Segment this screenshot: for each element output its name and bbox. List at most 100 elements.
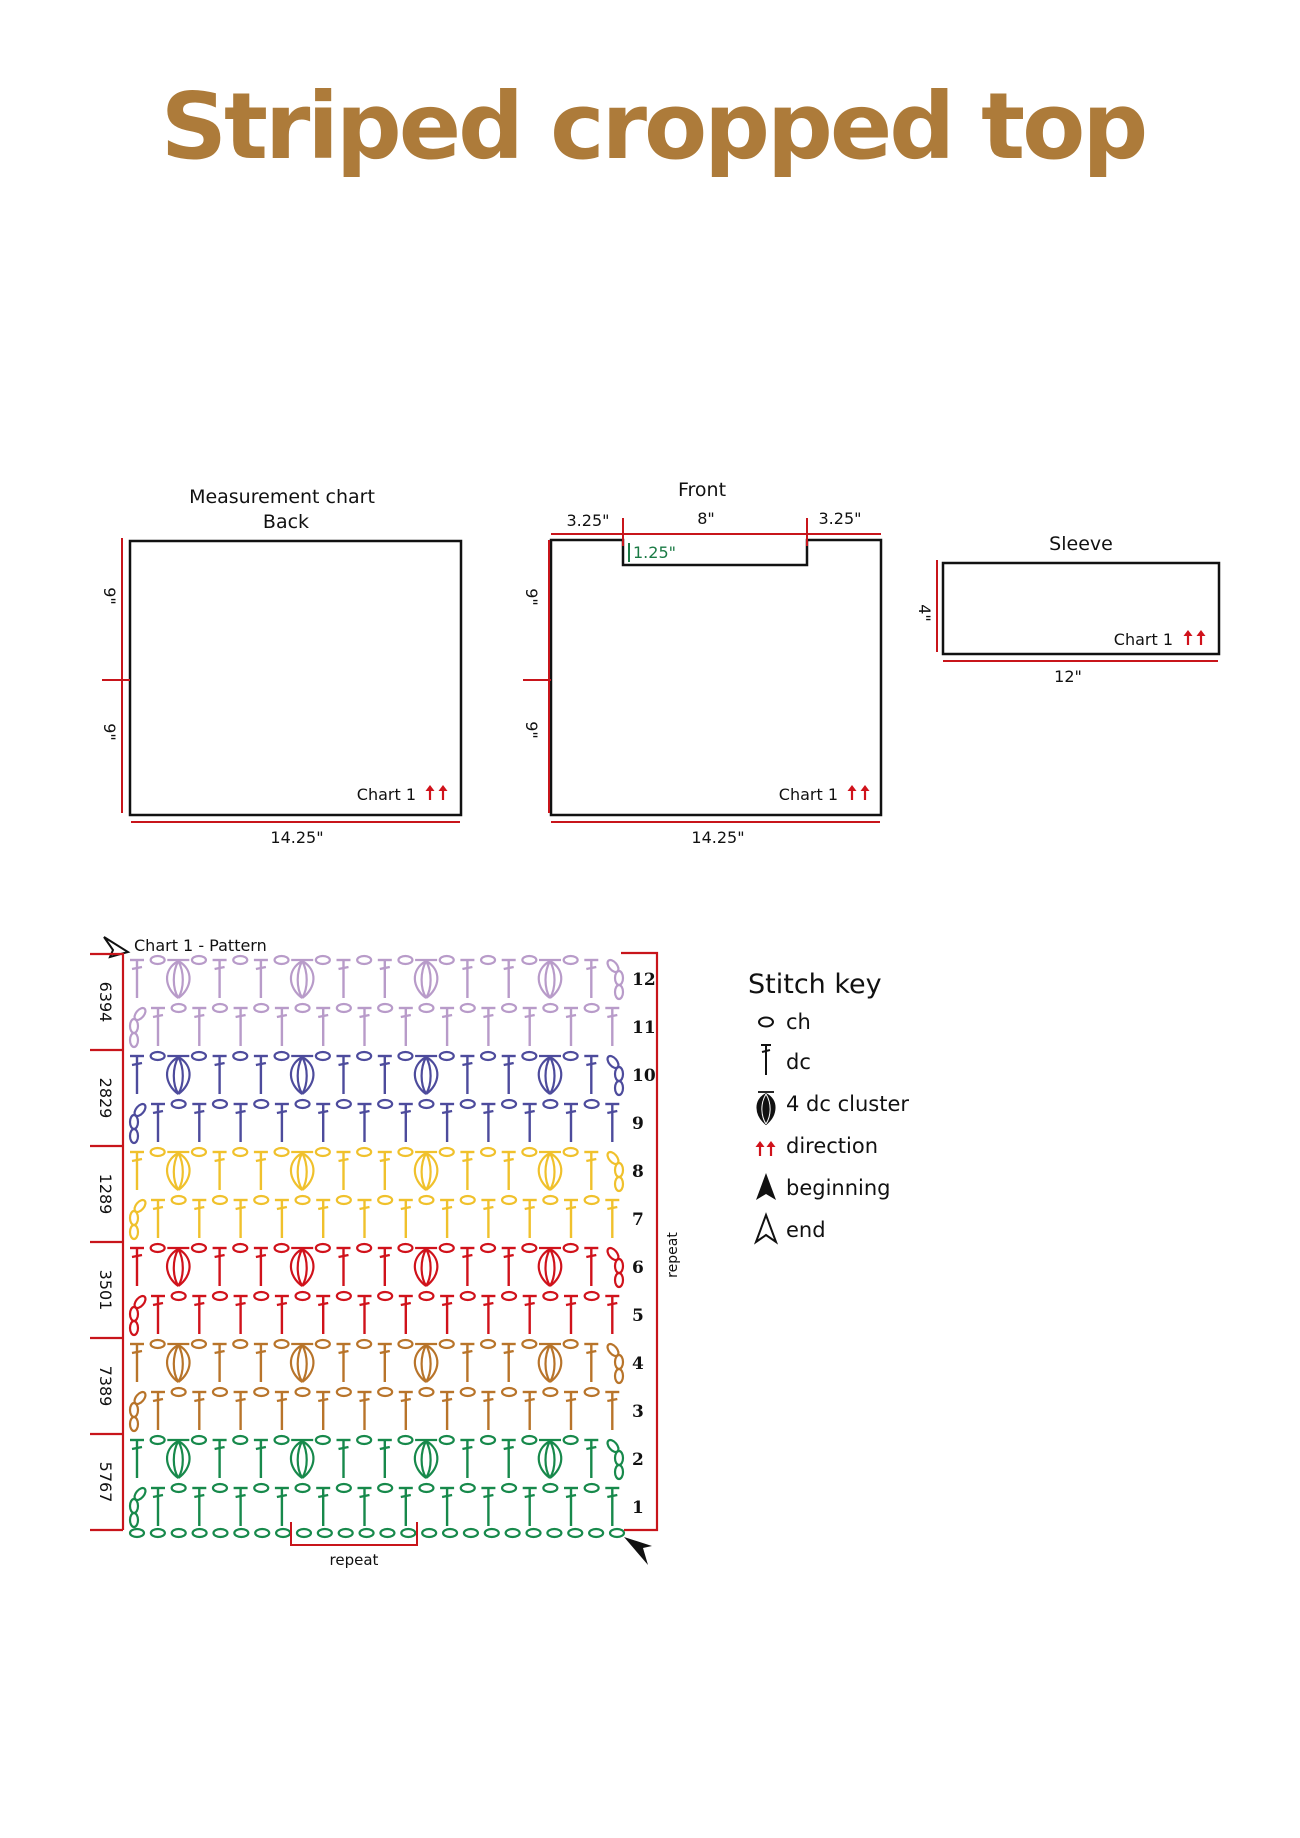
chain-stitch: [133, 1102, 147, 1118]
double-crochet-stitch: [336, 1438, 351, 1478]
pattern-row: 12: [130, 954, 656, 1001]
double-crochet-stitch: [398, 1486, 413, 1526]
cluster-post: [296, 1344, 304, 1383]
cluster-post: [296, 1152, 304, 1191]
chain-stitch: [170, 1194, 187, 1206]
double-crochet-stitch: [398, 1198, 413, 1238]
double-crochet-stitch: [398, 1390, 413, 1430]
chain-stitch: [583, 1194, 600, 1206]
cluster-post: [544, 1056, 551, 1095]
chain-stitch: [133, 1006, 147, 1022]
double-crochet-stitch: [584, 1246, 599, 1286]
cluster-post: [549, 1152, 556, 1191]
chain-stitch: [542, 1386, 559, 1398]
chain-stitch: [294, 1194, 311, 1206]
cluster-post: [420, 1248, 428, 1287]
double-crochet-stitch: [357, 1006, 372, 1046]
chain-stitch: [441, 1527, 459, 1539]
double-crochet-stitch: [253, 1438, 268, 1478]
pattern-row: 7: [128, 1194, 644, 1241]
chain-stitch: [542, 1194, 559, 1206]
double-crochet-stitch: [481, 1006, 496, 1046]
cluster-post: [544, 1440, 551, 1479]
double-crochet-stitch: [522, 1102, 537, 1142]
chain-stitch: [190, 954, 208, 966]
double-crochet-stitch: [460, 1246, 475, 1286]
cluster-post: [301, 1248, 308, 1287]
front-neck-width: 8": [697, 509, 715, 528]
horizontal-repeat-label: repeat: [330, 1551, 379, 1569]
cluster-post: [177, 960, 191, 999]
front-shoulder-right: 3.25": [819, 509, 862, 528]
double-crochet-stitch: [274, 1198, 289, 1238]
cluster-post: [425, 1440, 439, 1479]
chain-stitch: [613, 1161, 625, 1179]
cluster-post: [165, 1248, 179, 1287]
chain-stitch: [562, 954, 579, 966]
key-label-direction: direction: [786, 1134, 878, 1158]
cluster-stitch: [165, 1054, 191, 1095]
chain-stitch: [377, 1290, 394, 1302]
direction-arrows-icon: [424, 783, 449, 802]
chain-stitch: [418, 1098, 435, 1110]
chain-stitch: [211, 1482, 229, 1494]
chain-stitch: [232, 1050, 249, 1062]
chain-stitch: [232, 1434, 249, 1446]
chain-stitch: [294, 1482, 311, 1494]
chain-stitch: [253, 1002, 270, 1014]
row-number: 6: [632, 1258, 644, 1278]
chain-stitch: [149, 1146, 166, 1158]
cluster-stitch: [413, 1246, 439, 1287]
chart-1-pattern: Chart 1 - Pattern 5767738935011289282963…: [90, 936, 681, 1569]
chain-stitch: [149, 954, 166, 966]
double-crochet-stitch: [151, 1390, 165, 1430]
chain-stitch: [314, 1050, 331, 1062]
double-crochet-stitch: [440, 1486, 455, 1526]
row-number: 10: [632, 1066, 656, 1086]
stitch-key: Stitch key ch dc 4 dc cluster direction …: [748, 969, 909, 1245]
double-crochet-stitch: [274, 1294, 289, 1334]
chain-stitch: [613, 1353, 625, 1371]
chain-stitch: [542, 1002, 559, 1014]
chain-stitch: [133, 1294, 147, 1310]
chain-stitch: [211, 1386, 229, 1398]
chain-stitch: [190, 1242, 208, 1254]
cluster-post: [177, 1056, 184, 1095]
cluster-post: [413, 1056, 427, 1095]
stitch-key-heading: Stitch key: [748, 969, 882, 1000]
cluster-post: [549, 1056, 563, 1095]
chain-stitch: [356, 954, 373, 966]
front-height-top: 9": [522, 588, 541, 606]
double-crochet-stitch: [233, 1390, 248, 1430]
cluster-post: [549, 1440, 556, 1479]
cluster-post: [425, 960, 439, 999]
cluster-post: [165, 1056, 179, 1095]
pattern-row: 6: [130, 1242, 644, 1289]
cluster-post: [301, 1440, 308, 1479]
chain-stitch: [335, 1098, 352, 1110]
cluster-post: [425, 1248, 432, 1287]
double-crochet-stitch: [522, 1006, 537, 1046]
chain-stitch: [191, 1527, 208, 1539]
cluster-post: [537, 1152, 551, 1191]
cluster-post: [289, 1248, 303, 1287]
chain-stitch: [273, 1146, 290, 1158]
cluster-post: [177, 1344, 184, 1383]
chain-stitch: [335, 1194, 352, 1206]
chain-stitch: [133, 1198, 147, 1214]
chain-stitch: [254, 1527, 271, 1539]
chain-stitch: [211, 1098, 229, 1110]
double-crochet-stitch: [212, 1150, 227, 1190]
chain-stitch: [273, 954, 290, 966]
chain-stitch: [233, 1527, 250, 1539]
chain-stitch: [479, 954, 497, 966]
chain-stitch: [438, 1434, 455, 1446]
pattern-row: 11: [128, 1002, 656, 1049]
chain-stitch: [613, 983, 625, 1001]
front-width: 14.25": [691, 828, 744, 847]
chain-stitch: [500, 1098, 518, 1110]
chain-stitch: [356, 1338, 373, 1350]
cluster-post: [537, 1248, 551, 1287]
cluster-stitch: [289, 958, 315, 999]
cluster-stitch: [537, 1438, 563, 1479]
